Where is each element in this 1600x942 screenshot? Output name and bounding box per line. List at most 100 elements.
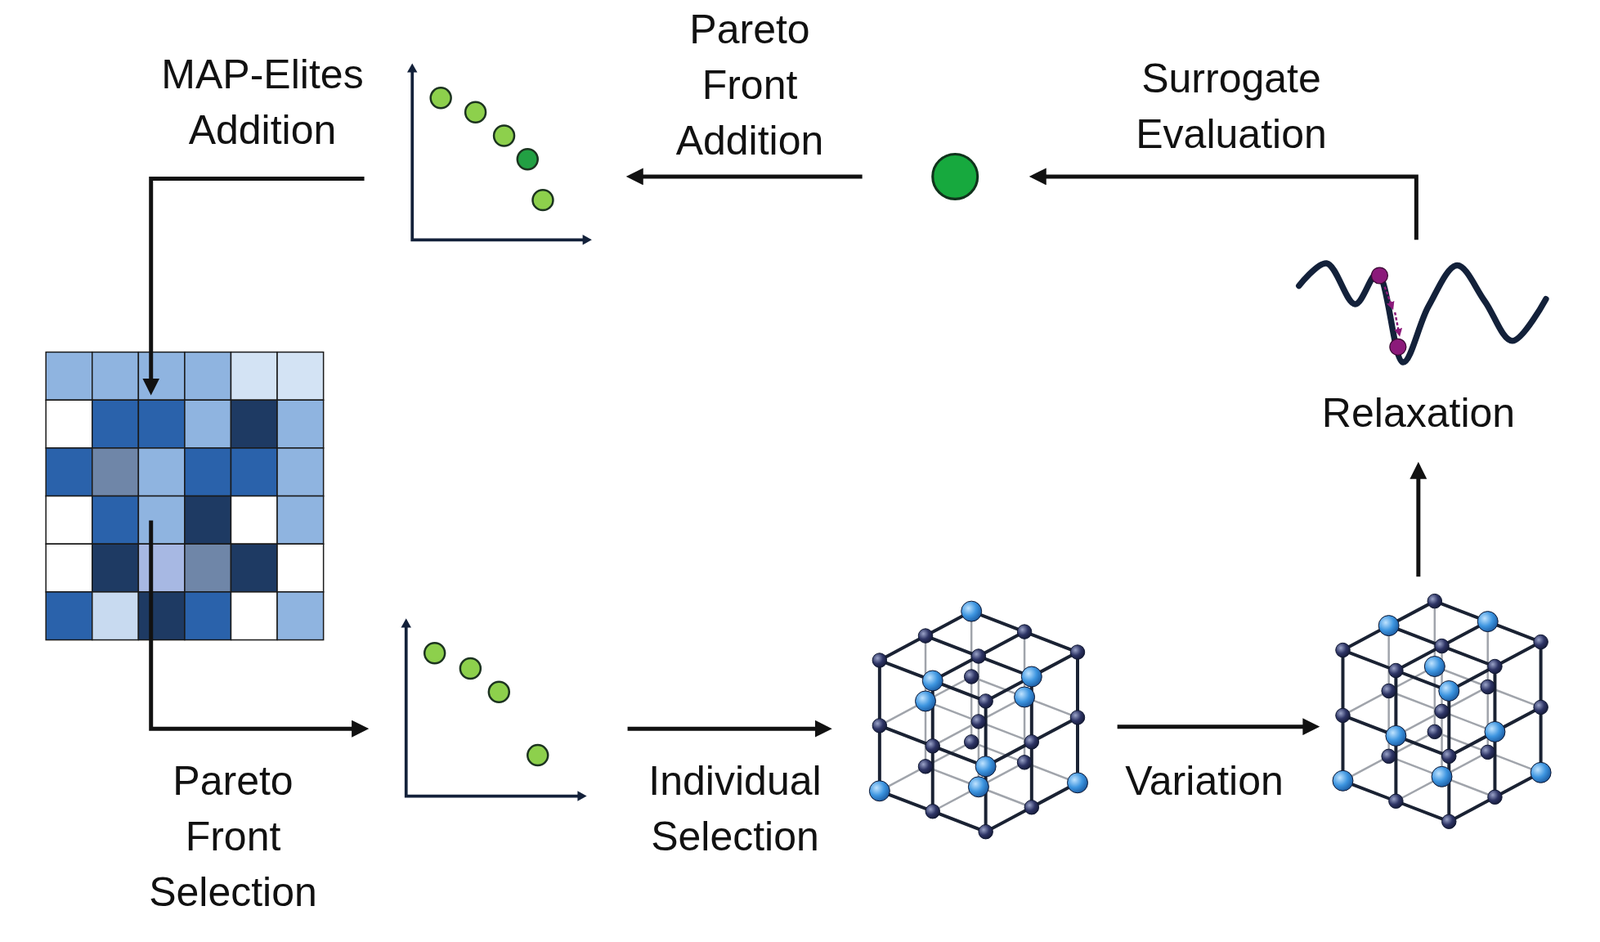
lattice-atom: [1487, 789, 1502, 804]
flow-arrow: [1043, 176, 1417, 240]
grid-cell: [92, 352, 139, 401]
lattice-atom: [1070, 710, 1085, 725]
lattice: [1332, 593, 1551, 829]
lattice-bond: [1031, 717, 1078, 742]
lattice-bond: [1395, 801, 1449, 822]
grid-cell: [184, 352, 232, 401]
grid-cell: [184, 543, 232, 592]
grid-cell: [230, 496, 278, 545]
lattice-atom: [1335, 708, 1350, 722]
lattice-atom: [1024, 735, 1039, 749]
lattice-atom: [918, 759, 933, 774]
lattice-atom: [1434, 703, 1449, 718]
lattice-bond: [1539, 641, 1543, 708]
lattice-atom: [1332, 770, 1354, 791]
lattice-atom: [1335, 642, 1350, 657]
grid-cell: [45, 352, 93, 401]
grid-cell: [92, 399, 139, 449]
lattice-bond: [932, 811, 986, 832]
lattice-bond: [1024, 631, 1078, 653]
relax-step: [1384, 286, 1393, 307]
grid-cell: [92, 591, 139, 641]
pareto-point: [493, 125, 515, 147]
grid-cell: [184, 448, 232, 497]
flow-arrow: [627, 726, 819, 731]
grid-cell: [138, 399, 185, 449]
step-label: Pareto Front Selection: [133, 752, 334, 920]
grid-cell: [138, 591, 185, 641]
lattice-atom: [1477, 611, 1498, 632]
lattice-bond: [1075, 652, 1080, 718]
lattice-atom: [1480, 744, 1495, 759]
lattice-atom: [1378, 615, 1399, 637]
grid-cell: [230, 448, 278, 497]
lattice-bond: [1442, 645, 1496, 667]
lattice-bond: [985, 806, 1032, 832]
lattice-atom: [1017, 755, 1031, 770]
lattice-bond: [1342, 649, 1396, 671]
flow-arrows: [151, 176, 1419, 729]
lattice-bond: [878, 660, 882, 727]
lattice-bond: [1447, 756, 1451, 822]
lattice-atom: [1381, 748, 1396, 763]
lattice-atom: [869, 780, 890, 802]
lattice-bond: [1440, 645, 1443, 712]
lattice-atom: [1530, 761, 1551, 783]
lattice-atom: [971, 649, 986, 664]
lattice-bond: [1030, 741, 1034, 807]
lattice-atom: [925, 804, 940, 819]
lattice-atom: [1381, 683, 1396, 698]
grid-cell: [45, 448, 93, 497]
step-label: MAP-Elites Addition: [139, 46, 386, 158]
lattice-bond: [879, 636, 926, 661]
lattice-atom: [1427, 724, 1442, 739]
lattice-bond: [978, 631, 1025, 657]
pareto-plots: [400, 62, 592, 801]
lattice-atom: [978, 824, 993, 839]
pareto-point: [424, 642, 445, 664]
lattice-atom: [975, 756, 996, 777]
lattice-atom: [922, 670, 943, 691]
lattice-atom: [1014, 686, 1036, 708]
lattice-atom: [1484, 721, 1506, 742]
energy-landscape: [1299, 263, 1547, 363]
step-label: Variation: [1124, 752, 1284, 809]
grid-cell: [277, 591, 324, 641]
step-label: Relaxation: [1322, 385, 1515, 441]
lattice-atom: [1442, 748, 1457, 763]
grid-cell: [230, 352, 278, 401]
crystal-lattices: [869, 593, 1551, 839]
grid-cell: [45, 399, 93, 449]
lattice-atom: [918, 628, 933, 643]
lattice-atom: [963, 669, 978, 684]
lattice-atom: [872, 653, 887, 668]
lattice-bond: [1486, 686, 1488, 753]
flow-arrow: [1117, 724, 1307, 729]
lattice-atom: [1424, 656, 1445, 677]
grid-cell: [138, 496, 185, 545]
structure-state: [1389, 338, 1407, 355]
lattice-atom: [1442, 814, 1457, 829]
grid-cell: [138, 543, 185, 592]
lattice-atom: [1487, 658, 1502, 673]
lattice-atom: [1389, 663, 1403, 677]
pareto-point: [517, 148, 538, 170]
lattice-atom: [1389, 793, 1403, 808]
lattice: [869, 600, 1088, 839]
grid-cell: [138, 448, 185, 497]
grid-cell: [230, 591, 278, 641]
flow-arrow: [151, 178, 365, 381]
lattice-bond: [1448, 797, 1495, 822]
lattice-atom: [1431, 766, 1453, 787]
grid-cell: [92, 448, 139, 497]
lattice-atom: [872, 718, 887, 733]
structure-state: [1371, 267, 1388, 284]
lattice-atom: [1533, 634, 1548, 649]
grid-cell: [184, 399, 232, 449]
lattice-bond: [925, 636, 979, 657]
lattice-atom: [1024, 800, 1039, 815]
lattice-atom: [1434, 638, 1449, 653]
pareto-point: [430, 87, 452, 108]
lattice-atom: [915, 690, 937, 712]
lattice-atom: [925, 739, 940, 753]
